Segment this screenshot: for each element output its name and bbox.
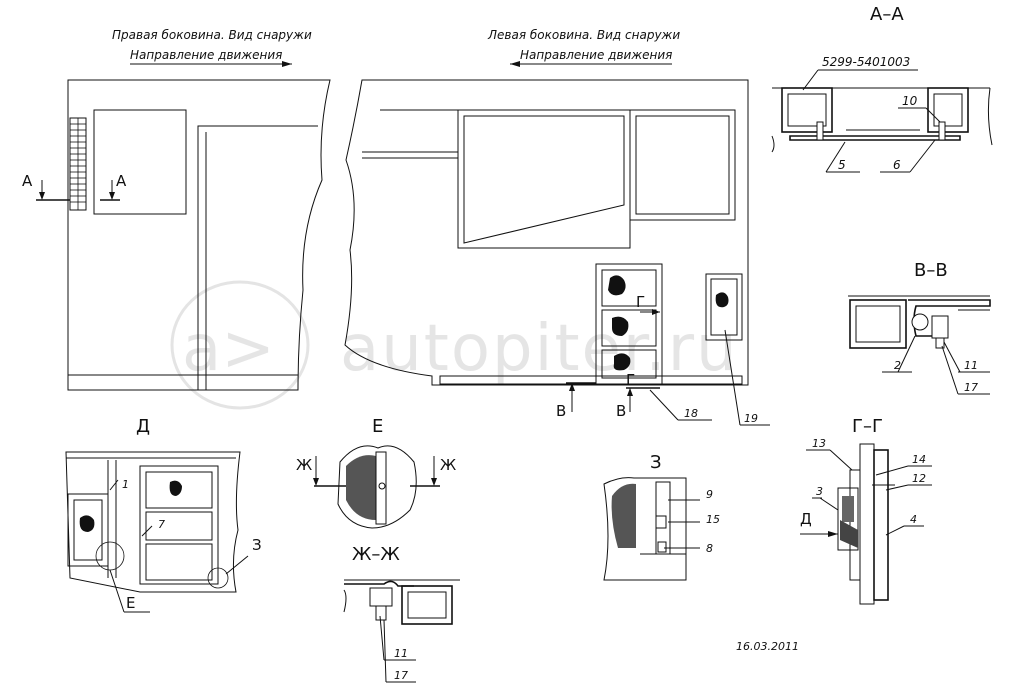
callout-10: 10 xyxy=(902,94,918,108)
cut-mark-zh-left: Ж xyxy=(296,456,312,474)
callout-17-b: 17 xyxy=(964,381,978,394)
view-mark-d: Д xyxy=(800,510,812,528)
callout-15: 15 xyxy=(706,513,720,526)
callout-12: 12 xyxy=(912,472,926,485)
callout-11-zh: 11 xyxy=(394,647,408,660)
right-direction-label: Направление движения xyxy=(130,48,282,62)
view-e-title: Е xyxy=(372,416,383,437)
callout-17-zh: 17 xyxy=(394,669,408,682)
section-a-a-title: А–А xyxy=(870,4,904,25)
callout-6: 6 xyxy=(893,158,901,172)
section-g-g: Г–Г Д 13 14 12 3 4 xyxy=(800,416,932,605)
callout-8: 8 xyxy=(706,542,713,555)
ref-e: Е xyxy=(126,594,135,612)
right-side-header: Правая боковина. Вид снаружи Направление… xyxy=(112,28,312,67)
section-zh-zh: Ж–Ж 11 17 xyxy=(343,544,460,683)
section-g-g-title: Г–Г xyxy=(852,416,883,437)
watermark-text: autopiter.ru xyxy=(340,312,739,386)
callout-19: 19 xyxy=(744,412,758,425)
view-z: З 9 15 8 xyxy=(603,452,720,581)
cut-mark-g-2: Г xyxy=(626,371,635,389)
callout-13: 13 xyxy=(812,437,826,450)
drawing-date: 16.03.2011 xyxy=(736,640,799,653)
view-d: Д 1 7 Е З xyxy=(65,416,262,613)
watermark: a> autopiter.ru xyxy=(170,280,739,410)
cut-mark-a-left: А xyxy=(22,172,33,190)
cut-mark-v-right: В xyxy=(616,402,626,420)
left-side-title: Левая боковина. Вид снаружи xyxy=(487,28,680,42)
view-e: Е Ж Ж xyxy=(296,416,456,529)
right-side-title: Правая боковина. Вид снаружи xyxy=(112,28,312,42)
callout-4: 4 xyxy=(910,513,917,526)
cut-mark-zh-right: Ж xyxy=(440,456,456,474)
callout-9: 9 xyxy=(706,488,713,501)
callout-2: 2 xyxy=(894,359,901,372)
callout-11-b: 11 xyxy=(964,359,978,372)
section-zh-zh-title: Ж–Ж xyxy=(352,544,400,565)
cut-mark-a-right: А xyxy=(116,172,127,190)
left-sidewall-view: Г Г В В 18 19 xyxy=(344,79,770,426)
left-side-header: Левая боковина. Вид снаружи Направление … xyxy=(487,28,680,67)
cut-mark-v-left: В xyxy=(556,402,566,420)
view-d-title: Д xyxy=(136,416,150,437)
section-a-a: А–А 5299-5401003 5 6 10 xyxy=(771,4,993,173)
cut-mark-g: Г xyxy=(636,293,645,311)
section-b-b: В–В 2 11 17 xyxy=(848,260,991,395)
callout-18: 18 xyxy=(684,407,698,420)
callout-1: 1 xyxy=(122,478,129,491)
ref-z: З xyxy=(252,536,262,554)
view-z-title: З xyxy=(650,452,662,473)
section-b-b-title: В–В xyxy=(914,260,948,281)
left-direction-label: Направление движения xyxy=(520,48,672,62)
part-number: 5299-5401003 xyxy=(822,55,910,69)
callout-5: 5 xyxy=(838,158,846,172)
callout-7: 7 xyxy=(158,518,165,531)
callout-14: 14 xyxy=(912,453,926,466)
watermark-logo: a> xyxy=(182,312,275,386)
callout-3: 3 xyxy=(816,485,823,498)
right-sidewall-view: А А xyxy=(22,79,331,391)
